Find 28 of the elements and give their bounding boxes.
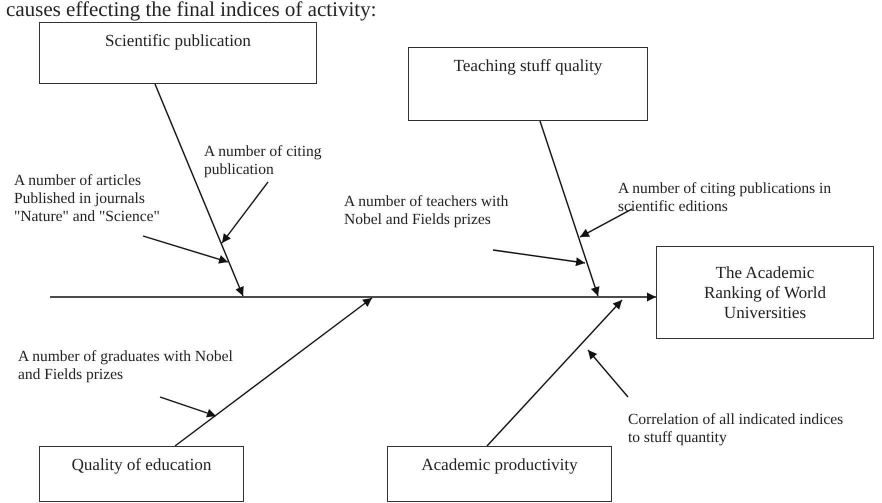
bone-arrow bbox=[154, 84, 244, 296]
arrow bbox=[221, 182, 269, 244]
cause-text: A number of citing publication bbox=[204, 143, 323, 179]
cause-category-box bbox=[39, 446, 244, 502]
spine-arrow bbox=[50, 292, 656, 302]
category-title: Teaching stuff quality bbox=[452, 55, 604, 76]
heading-text: causes effecting the final indices of activity: bbox=[6, 0, 376, 20]
category-title: Academic productivity bbox=[420, 454, 579, 475]
cause-text: A number of teachers with Nobel and Fields prizes bbox=[344, 193, 510, 229]
bone-arrow bbox=[486, 300, 623, 446]
cause-text: Correlation of all indicated indices to stuff quantity bbox=[628, 410, 844, 447]
arrow bbox=[160, 396, 216, 418]
category-title: Quality of education bbox=[70, 454, 212, 475]
arrow bbox=[587, 350, 629, 398]
effect-title: The Academic Ranking of World Universities bbox=[702, 262, 828, 322]
arrow bbox=[142, 235, 228, 264]
arrow bbox=[492, 249, 586, 266]
cause-category-box bbox=[408, 47, 648, 121]
cause-category-box bbox=[39, 22, 317, 84]
cause-category-box bbox=[387, 446, 612, 502]
category-title: Scientific publication bbox=[104, 30, 252, 51]
cause-text: A number of citing publications in scientific editions bbox=[618, 180, 832, 216]
bone-arrow bbox=[539, 120, 600, 296]
cause-text: A number of articles Published in journals "Nature" and "Science" bbox=[14, 172, 161, 226]
cause-text: A number of graduates with Nobel and Fields prizes bbox=[18, 348, 233, 384]
arrow bbox=[580, 208, 632, 238]
effect-box bbox=[656, 246, 874, 339]
bone-arrow bbox=[174, 297, 372, 447]
